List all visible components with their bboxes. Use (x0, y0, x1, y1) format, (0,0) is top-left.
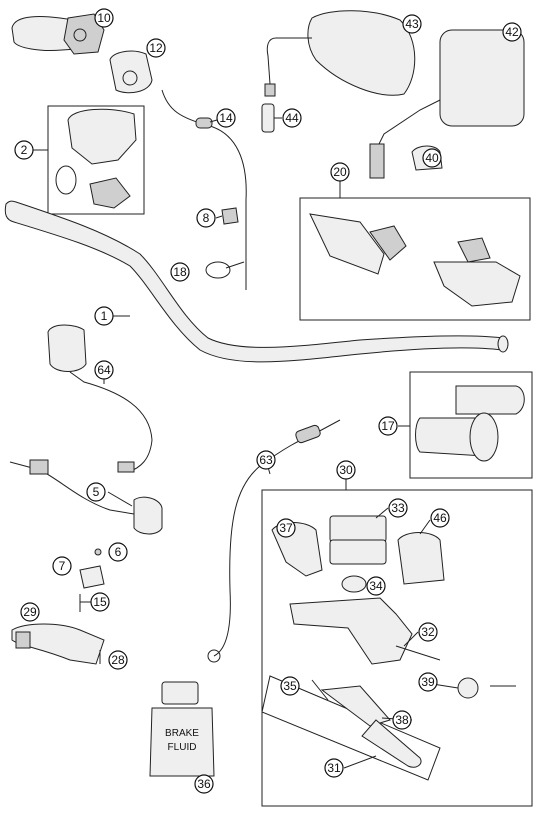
callout-18: 18 (170, 262, 190, 282)
svg-text:34: 34 (369, 579, 383, 593)
callout-36: 36 (194, 774, 214, 794)
callout-64: 64 (94, 360, 114, 380)
svg-text:63: 63 (259, 453, 273, 467)
svg-text:28: 28 (111, 653, 125, 667)
svg-text:15: 15 (93, 595, 107, 609)
callout-31: 31 (324, 758, 344, 778)
svg-text:14: 14 (219, 111, 233, 125)
callout-5: 5 (86, 482, 106, 502)
svg-text:8: 8 (203, 211, 210, 225)
callout-7: 7 (52, 556, 72, 576)
callout-43: 43 (402, 14, 422, 34)
mirror-right (369, 29, 525, 179)
svg-text:32: 32 (421, 625, 435, 639)
svg-text:40: 40 (425, 151, 439, 165)
svg-text:37: 37 (279, 521, 293, 535)
svg-text:46: 46 (433, 511, 447, 525)
clamp-bracket (79, 565, 105, 589)
callout-30: 30 (336, 460, 356, 480)
lever-frame (261, 675, 441, 781)
throttle-housing (109, 50, 153, 94)
callout-28: 28 (108, 650, 128, 670)
callout-12: 12 (146, 38, 166, 58)
cover-switch (55, 108, 137, 209)
kill-switch-cable (47, 324, 153, 473)
svg-text:43: 43 (405, 17, 419, 31)
svg-text:42: 42 (505, 25, 519, 39)
svg-text:30: 30 (339, 463, 353, 477)
callout-10: 10 (94, 8, 114, 28)
grip-set (415, 385, 525, 462)
bottle-label-line-1: BRAKE (165, 728, 199, 739)
handguard-kit (309, 213, 521, 307)
callout-6: 6 (108, 542, 128, 562)
svg-text:7: 7 (59, 559, 66, 573)
nut (94, 548, 102, 556)
grips-frame (409, 371, 533, 479)
svg-text:5: 5 (93, 485, 100, 499)
callout-63: 63 (256, 450, 276, 470)
svg-text:29: 29 (23, 605, 37, 619)
callout-40: 40 (422, 148, 442, 168)
master-cylinder-frame (261, 489, 533, 807)
svg-text:10: 10 (97, 11, 111, 25)
svg-text:39: 39 (421, 675, 435, 689)
svg-text:18: 18 (173, 265, 187, 279)
callout-32: 32 (418, 622, 438, 642)
callout-17: 17 (378, 416, 398, 436)
clutch-lever (311, 679, 422, 768)
hot-start-lever (11, 623, 105, 665)
callout-14: 14 (216, 108, 236, 128)
leader-lines (32, 117, 459, 769)
svg-text:2: 2 (21, 143, 28, 157)
brake-fluid-bottle: BRAKE FLUID (149, 681, 215, 777)
callout-2: 2 (14, 140, 34, 160)
bottle-label-line-2: FLUID (168, 742, 197, 753)
callout-29: 29 (20, 602, 40, 622)
svg-text:64: 64 (97, 363, 111, 377)
callout-39: 39 (418, 672, 438, 692)
svg-text:12: 12 (149, 41, 163, 55)
svg-text:6: 6 (115, 545, 122, 559)
callout-44: 44 (282, 108, 302, 128)
cable-clip (221, 207, 239, 225)
svg-text:44: 44 (285, 111, 299, 125)
master-cylinder (271, 515, 516, 699)
mirror-adapter (261, 103, 275, 133)
callout-38: 38 (392, 710, 412, 730)
svg-text:33: 33 (391, 501, 405, 515)
callout-8: 8 (196, 208, 216, 228)
svg-text:35: 35 (283, 679, 297, 693)
callout-37: 37 (276, 518, 296, 538)
switch-frame (47, 105, 145, 215)
callout-1: 1 (94, 306, 114, 326)
handguard-frame (299, 197, 531, 321)
clutch-hose (213, 419, 341, 657)
callout-35: 35 (280, 676, 300, 696)
mirror-left (264, 10, 416, 97)
callout-34: 34 (366, 576, 386, 596)
svg-text:20: 20 (333, 165, 347, 179)
cable-sleeve (195, 117, 213, 129)
callout-42: 42 (502, 22, 522, 42)
cable-tie (205, 261, 231, 279)
svg-text:1: 1 (101, 309, 108, 323)
callout-33: 33 (388, 498, 408, 518)
throttle-grip-assembly (11, 13, 105, 55)
svg-text:17: 17 (381, 419, 395, 433)
svg-text:36: 36 (197, 777, 211, 791)
callout-20: 20 (330, 162, 350, 182)
svg-text:38: 38 (395, 713, 409, 727)
switch-harness (9, 459, 163, 535)
callout-46: 46 (430, 508, 450, 528)
svg-text:31: 31 (327, 761, 341, 775)
callout-15: 15 (90, 592, 110, 612)
